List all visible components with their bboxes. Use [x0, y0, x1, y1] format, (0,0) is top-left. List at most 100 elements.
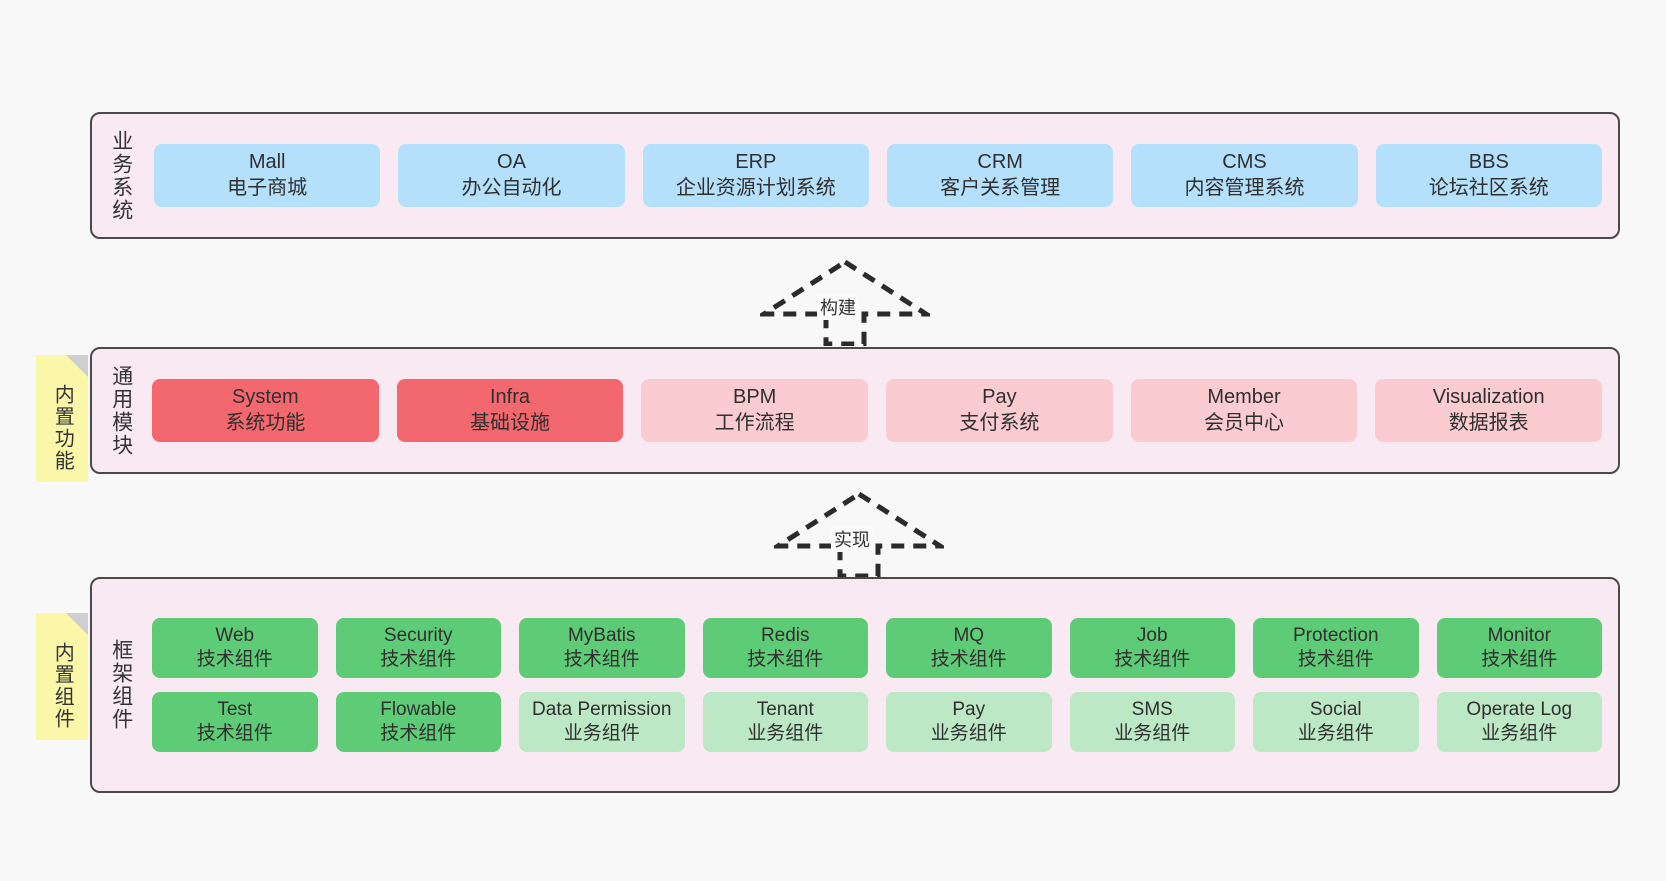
- node-title: Operate Log: [1466, 699, 1573, 720]
- connector-implement: 实现: [769, 490, 949, 579]
- node-subtitle: 业务组件: [1297, 722, 1374, 744]
- node-subtitle: 办公自动化: [461, 176, 562, 199]
- node-subtitle: 业务组件: [1114, 722, 1191, 744]
- folded-corner-icon: [66, 613, 88, 635]
- node-mq[interactable]: MQ 技术组件: [886, 618, 1052, 678]
- node-title: Visualization: [1432, 386, 1545, 409]
- node-subtitle: 内容管理系统: [1184, 176, 1305, 199]
- cell-row: System 系统功能 Infra 基础设施 BPM 工作流程 Pay 支付系统…: [152, 379, 1603, 442]
- node-bpm[interactable]: BPM 工作流程: [641, 379, 869, 442]
- connector-build: 构建: [755, 258, 935, 347]
- node-title: Member: [1207, 386, 1281, 409]
- node-subtitle: 业务组件: [1481, 722, 1558, 744]
- node-subtitle: 客户关系管理: [940, 176, 1061, 199]
- node-subtitle: 技术组件: [380, 649, 457, 671]
- sticky-note-builtin-functions[interactable]: 内置功能: [36, 355, 88, 482]
- node-job[interactable]: Job 技术组件: [1069, 618, 1235, 678]
- node-pay[interactable]: Pay 支付系统: [886, 379, 1113, 442]
- node-subtitle: 业务组件: [930, 722, 1007, 744]
- node-title: OA: [497, 151, 526, 174]
- node-subtitle: 业务组件: [563, 722, 640, 744]
- node-mall[interactable]: Mall 电子商城: [154, 144, 381, 207]
- cell-row: Test 技术组件 Flowable 技术组件 Data Permission …: [152, 692, 1602, 752]
- node-title: Monitor: [1487, 625, 1551, 647]
- sticky-note-label: 内置组件: [51, 641, 74, 730]
- node-monitor[interactable]: Monitor 技术组件: [1436, 618, 1602, 678]
- folded-corner-icon: [66, 355, 88, 377]
- node-subtitle: 技术组件: [1481, 649, 1558, 671]
- cell-row: Mall 电子商城 OA 办公自动化 ERP 企业资源计划系统 CRM 客户关系…: [154, 144, 1602, 207]
- node-crm[interactable]: CRM 客户关系管理: [886, 144, 1114, 207]
- node-title: Data Permission: [532, 699, 672, 720]
- node-oa[interactable]: OA 办公自动化: [398, 144, 625, 207]
- node-title: MyBatis: [567, 625, 636, 647]
- node-subtitle: 技术组件: [380, 722, 457, 744]
- node-title: BPM: [733, 386, 777, 409]
- node-subtitle: 会员中心: [1204, 411, 1285, 434]
- node-subtitle: 基础设施: [470, 411, 550, 434]
- node-pay-business[interactable]: Pay 业务组件: [886, 692, 1052, 752]
- node-bbs[interactable]: BBS 论坛社区系统: [1375, 144, 1602, 207]
- layer-cells-business-systems: Mall 电子商城 OA 办公自动化 ERP 企业资源计划系统 CRM 客户关系…: [144, 114, 1618, 237]
- node-visualization[interactable]: Visualization 数据报表: [1375, 379, 1603, 442]
- node-member[interactable]: Member 会员中心: [1130, 379, 1358, 442]
- node-security[interactable]: Security 技术组件: [335, 618, 501, 678]
- node-subtitle: 技术组件: [930, 649, 1007, 671]
- layer-business-systems[interactable]: 业务系统 Mall 电子商城 OA 办公自动化 ERP 企业资源计划系统 CRM…: [90, 112, 1620, 239]
- node-title: CMS: [1222, 151, 1267, 174]
- node-title: Job: [1136, 625, 1168, 647]
- node-title: Test: [217, 699, 253, 720]
- node-test[interactable]: Test 技术组件: [152, 692, 318, 752]
- node-tenant[interactable]: Tenant 业务组件: [702, 692, 868, 752]
- node-title: Protection: [1292, 625, 1379, 647]
- node-subtitle: 技术组件: [747, 649, 824, 671]
- node-title: Mall: [248, 151, 286, 174]
- connector-build-label: 构建: [817, 294, 859, 320]
- node-title: MQ: [953, 625, 985, 647]
- layer-framework-components[interactable]: 框架组件 Web 技术组件 Security 技术组件 MyBatis 技术组件…: [90, 577, 1620, 793]
- node-subtitle: 技术组件: [196, 722, 273, 744]
- layer-cells-common-modules: System 系统功能 Infra 基础设施 BPM 工作流程 Pay 支付系统…: [144, 349, 1618, 472]
- node-redis[interactable]: Redis 技术组件: [702, 618, 868, 678]
- node-operate-log[interactable]: Operate Log 业务组件: [1436, 692, 1602, 752]
- generalization-arrow-icon: [755, 259, 935, 347]
- node-title: BBS: [1468, 151, 1509, 174]
- sticky-note-label: 内置功能: [51, 383, 74, 472]
- node-system[interactable]: System 系统功能: [152, 379, 379, 442]
- node-subtitle: 企业资源计划系统: [675, 176, 836, 199]
- node-title: Pay: [982, 386, 1017, 409]
- node-subtitle: 业务组件: [747, 722, 824, 744]
- generalization-arrow-icon: [769, 491, 949, 579]
- node-title: System: [231, 386, 299, 409]
- cell-row: Web 技术组件 Security 技术组件 MyBatis 技术组件 Redi…: [152, 618, 1602, 678]
- node-erp[interactable]: ERP 企业资源计划系统: [642, 144, 869, 207]
- layer-label-business-systems: 业务系统: [109, 129, 133, 222]
- sticky-note-builtin-components[interactable]: 内置组件: [36, 613, 88, 740]
- connector-implement-label: 实现: [831, 526, 873, 552]
- node-title: Security: [383, 625, 453, 647]
- node-sms[interactable]: SMS 业务组件: [1069, 692, 1235, 752]
- node-flowable[interactable]: Flowable 技术组件: [335, 692, 501, 752]
- node-web[interactable]: Web 技术组件: [152, 618, 318, 678]
- node-data-permission[interactable]: Data Permission 业务组件: [519, 692, 685, 752]
- node-infra[interactable]: Infra 基础设施: [396, 379, 624, 442]
- node-title: Pay: [952, 699, 986, 720]
- node-title: SMS: [1131, 699, 1173, 720]
- node-subtitle: 技术组件: [1297, 649, 1374, 671]
- node-title: CRM: [977, 151, 1023, 174]
- node-title: Infra: [489, 386, 531, 409]
- node-subtitle: 数据报表: [1448, 411, 1529, 434]
- node-cms[interactable]: CMS 内容管理系统: [1131, 144, 1358, 207]
- node-social[interactable]: Social 业务组件: [1253, 692, 1419, 752]
- layer-label-framework-components: 框架组件: [109, 639, 133, 731]
- layer-common-modules[interactable]: 通用模块 System 系统功能 Infra 基础设施 BPM 工作流程 Pay…: [90, 347, 1620, 474]
- node-subtitle: 系统功能: [225, 411, 306, 434]
- node-subtitle: 论坛社区系统: [1428, 176, 1549, 199]
- node-subtitle: 技术组件: [196, 649, 273, 671]
- node-subtitle: 技术组件: [563, 649, 640, 671]
- node-subtitle: 技术组件: [1114, 649, 1191, 671]
- node-title: Social: [1309, 699, 1362, 720]
- node-mybatis[interactable]: MyBatis 技术组件: [519, 618, 685, 678]
- node-protection[interactable]: Protection 技术组件: [1253, 618, 1419, 678]
